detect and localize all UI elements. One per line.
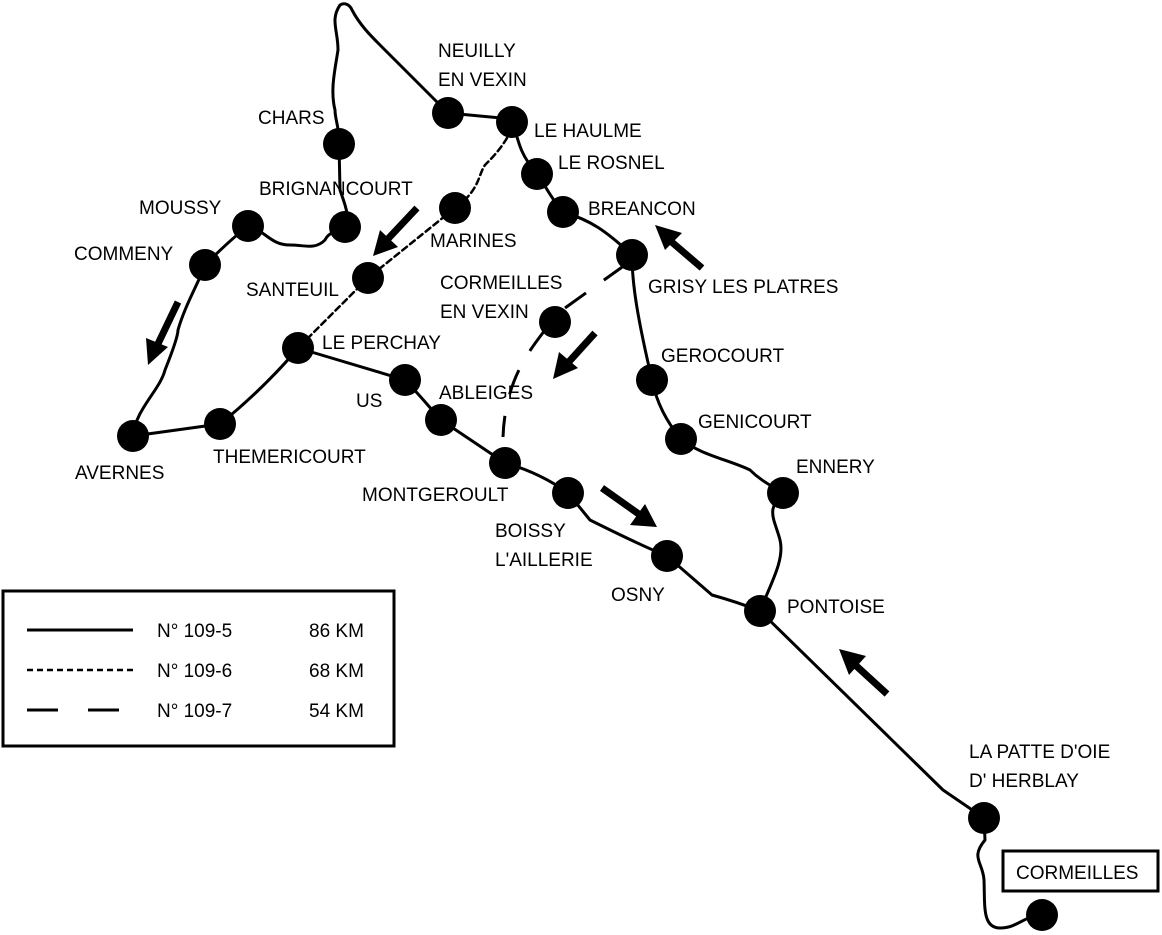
arrow-icon (146, 300, 182, 365)
label-neuilly-line-2: EN VEXIN (438, 70, 527, 91)
legend-row-dashed: N° 109-7 54 KM (27, 701, 364, 722)
town-marker-boissy-laillerie (552, 477, 584, 509)
town-marker-pontoise (744, 595, 776, 627)
label-le-perchay: LE PERCHAY (322, 333, 441, 354)
label-cormeilles: CORMEILLES (1016, 863, 1138, 884)
label-boissy-line-1: BOISSY (495, 521, 566, 542)
arrow-icon (839, 649, 890, 697)
label-osny: OSNY (611, 585, 665, 606)
town-marker-ennery (767, 477, 799, 509)
legend: N° 109-5 86 KM N° 109-6 68 KM N° 109-7 5… (1, 589, 396, 748)
destination-box-frame (1001, 849, 1160, 893)
legend-route-distance: 86 KM (309, 621, 364, 642)
legend-route-number: N° 109-7 (157, 701, 232, 722)
label-avernes: AVERNES (75, 463, 164, 484)
destination-box: CORMEILLES (1001, 849, 1160, 893)
town-marker-moussy (232, 210, 264, 242)
town-marker-chars (323, 128, 355, 160)
arrow-icon (599, 485, 657, 527)
town-marker-le-haulme (496, 106, 528, 138)
town-marker-brignancourt (329, 211, 361, 243)
legend-route-distance: 54 KM (309, 701, 364, 722)
label-montgeroult: MONTGEROULT (362, 485, 509, 506)
legend-frame (1, 589, 396, 748)
label-breancon: BREANCON (588, 199, 696, 220)
town-marker-avernes (117, 420, 149, 452)
label-brignancourt: BRIGNANCOURT (259, 179, 413, 200)
town-marker-breancon (547, 196, 579, 228)
town-marker-neuilly-en-vexin (432, 97, 464, 129)
label-la-patte-doie-line-2: D' HERBLAY (969, 771, 1079, 792)
town-marker-gerocourt (636, 364, 668, 396)
label-gerocourt: GEROCOURT (661, 346, 785, 367)
label-commeny: COMMENY (74, 244, 174, 265)
label-chars: CHARS (258, 108, 325, 129)
label-boissy-line-2: L'AILLERIE (495, 550, 593, 571)
town-markers (117, 97, 1058, 931)
town-marker-le-perchay (282, 332, 314, 364)
label-ableiges: ABLEIGES (439, 383, 533, 404)
label-genicourt: GENICOURT (698, 412, 812, 433)
town-marker-la-patte-doie (968, 802, 1000, 834)
label-neuilly-line-1: NEUILLY (438, 41, 516, 62)
town-marker-genicourt (665, 423, 697, 455)
town-labels: NEUILLY EN VEXIN LE HAULME CHARS LE ROSN… (74, 41, 1110, 792)
label-ennery: ENNERY (796, 457, 875, 478)
town-marker-themericourt (204, 408, 236, 440)
legend-route-distance: 68 KM (309, 661, 364, 682)
legend-row-dotted: N° 109-6 68 KM (27, 661, 364, 682)
town-marker-us (389, 364, 421, 396)
label-themericourt: THEMERICOURT (213, 447, 366, 468)
town-marker-marines (439, 192, 471, 224)
legend-route-number: N° 109-5 (157, 621, 232, 642)
label-moussy: MOUSSY (139, 198, 222, 219)
town-marker-cormeilles-en-vexin (539, 306, 571, 338)
direction-arrows (146, 205, 890, 697)
town-marker-grisy-les-platres (616, 239, 648, 271)
arrow-icon (553, 330, 598, 379)
route-109-7-segment (501, 263, 626, 438)
label-us: US (356, 391, 382, 412)
label-pontoise: PONTOISE (787, 597, 885, 618)
label-santeuil: SANTEUIL (246, 280, 339, 301)
town-marker-osny (651, 540, 683, 572)
legend-row-solid: N° 109-5 86 KM (27, 621, 364, 642)
label-le-rosnel: LE ROSNEL (558, 153, 665, 174)
label-la-patte-doie-line-1: LA PATTE D'OIE (969, 742, 1110, 763)
town-marker-santeuil (352, 262, 384, 294)
town-marker-ableiges (425, 404, 457, 436)
label-cormeilles-vexin-line-1: CORMEILLES (440, 273, 562, 294)
town-marker-le-rosnel (521, 158, 553, 190)
route-109-7-line (501, 263, 626, 438)
arrow-icon (655, 225, 705, 271)
label-grisy-les-platres: GRISY LES PLATRES (648, 277, 838, 298)
label-cormeilles-vexin-line-2: EN VEXIN (440, 302, 529, 323)
label-le-haulme: LE HAULME (534, 121, 642, 142)
legend-route-number: N° 109-6 (157, 661, 232, 682)
arrow-icon (373, 205, 420, 256)
town-marker-cormeilles (1026, 899, 1058, 931)
label-marines: MARINES (430, 231, 517, 252)
town-marker-montgeroult (489, 447, 521, 479)
town-marker-commeny (189, 249, 221, 281)
